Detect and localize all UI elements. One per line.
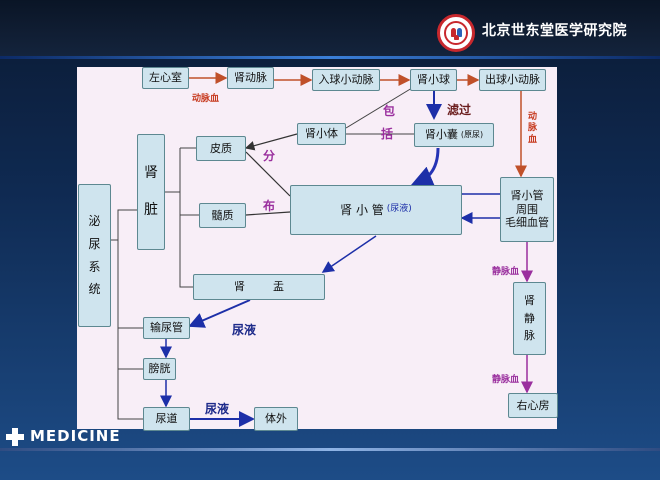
institute-logo-icon — [437, 14, 475, 52]
header-divider — [0, 56, 660, 59]
node-left-ventricle: 左心室 — [142, 67, 189, 89]
bowmans-capsule-tag: (原尿) — [460, 130, 484, 139]
label-kuo: 括 — [381, 127, 394, 141]
node-renal-corpuscle: 肾小体 — [297, 123, 346, 145]
node-outside: 体外 — [254, 407, 298, 431]
kidney-char-1: 肾 — [144, 164, 158, 181]
label-venous-blood-1: 静脉血 — [492, 267, 520, 277]
node-renal-tubule: 肾 小 管(尿液) — [290, 185, 462, 235]
node-urinary-system: 泌 尿 系 统 — [78, 184, 111, 327]
label-arterial-blood-1: 动脉血 — [192, 94, 220, 104]
label-arterial-blood-2: 动 脉 血 — [528, 112, 538, 145]
node-afferent-arteriole: 入球小动脉 — [312, 69, 380, 91]
label-urine-1: 尿液 — [232, 323, 257, 337]
node-urethra: 尿道 — [143, 407, 190, 431]
footer-brand: MEDICINE — [30, 427, 121, 445]
node-peritubular-capillaries: 肾小管 周围 毛细血管 — [500, 177, 554, 242]
node-kidney: 肾 脏 — [137, 134, 165, 250]
label-bao: 包 — [383, 104, 396, 118]
node-right-atrium: 右心房 — [508, 393, 558, 418]
node-efferent-arteriole: 出球小动脉 — [479, 69, 546, 91]
node-glomerulus: 肾小球 — [410, 69, 457, 91]
node-ureter: 输尿管 — [143, 317, 190, 339]
label-venous-blood-2: 静脉血 — [492, 375, 520, 385]
node-bowmans-capsule: 肾小囊(原尿) — [414, 123, 494, 147]
label-urine-2: 尿液 — [205, 402, 230, 416]
node-renal-artery: 肾动脉 — [227, 67, 274, 89]
node-cortex: 皮质 — [196, 136, 246, 161]
plus-icon — [6, 428, 24, 446]
label-filtration: 滤过 — [447, 103, 472, 117]
node-renal-vein: 肾 静 脉 — [513, 282, 546, 355]
header-bar — [0, 0, 660, 58]
footer-divider — [0, 448, 660, 451]
label-fen: 分 — [263, 149, 276, 163]
bowmans-capsule-name: 肾小囊 — [424, 128, 458, 142]
tubule-tag: (尿液) — [386, 204, 412, 215]
label-bu: 布 — [263, 199, 276, 213]
institute-name: 北京世东堂医学研究院 — [482, 23, 627, 39]
node-medulla: 髓质 — [199, 203, 246, 228]
kidney-char-2: 脏 — [144, 202, 158, 218]
node-renal-pelvis: 肾 盂 — [193, 274, 325, 300]
node-bladder: 膀胱 — [143, 358, 176, 380]
tubule-name: 肾 小 管 — [340, 202, 384, 217]
